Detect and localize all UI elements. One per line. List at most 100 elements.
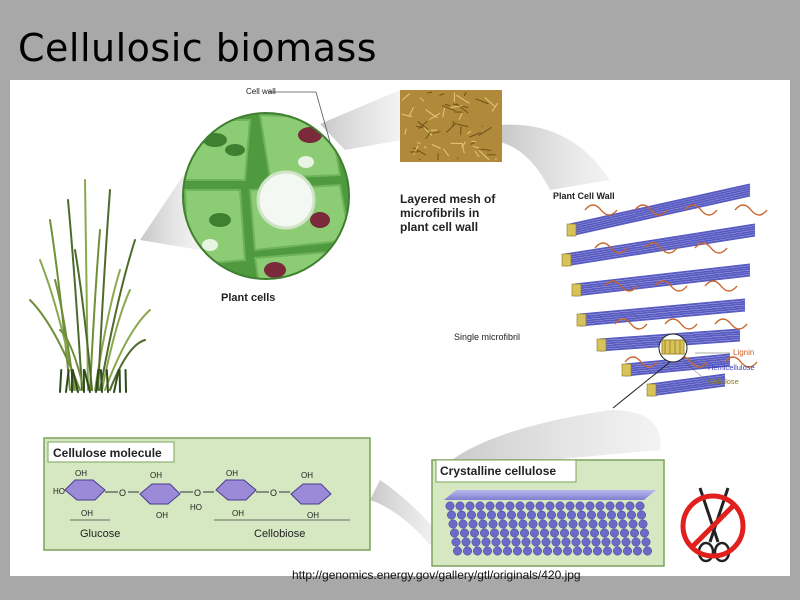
- grass-tuft: [66, 370, 69, 392]
- glucan-chain-end: [603, 547, 611, 555]
- mesh-label-line-1: Layered mesh of: [400, 192, 496, 206]
- glucan-chain-end: [582, 538, 590, 546]
- lignin-strand: [695, 243, 727, 253]
- cellulose-core: [622, 364, 631, 376]
- glucan-chain-end: [606, 502, 614, 510]
- glucan-chain-end: [577, 511, 585, 519]
- glucan-chain-end: [467, 511, 475, 519]
- glucan-chain-end: [509, 520, 517, 528]
- glucan-chain-end: [453, 547, 461, 555]
- glucan-chain-end: [466, 502, 474, 510]
- glucan-chain-end: [469, 520, 477, 528]
- slide-title: Cellulosic biomass: [18, 26, 377, 70]
- oxygen-bridge-label: O: [194, 488, 201, 498]
- glucan-chain-end: [487, 511, 495, 519]
- glucan-chain-end: [539, 520, 547, 528]
- glucan-chain-end: [637, 511, 645, 519]
- glucan-chain-end: [540, 529, 548, 537]
- glucan-chain-end: [597, 511, 605, 519]
- cellulose-core: [647, 384, 656, 396]
- glucan-chain-end: [512, 538, 520, 546]
- glucan-chain-end: [506, 502, 514, 510]
- glucan-chain-end: [463, 547, 471, 555]
- oh-label: OH: [226, 469, 238, 478]
- glucan-chain-end: [519, 520, 527, 528]
- glucan-chain-end: [536, 502, 544, 510]
- glucan-chain-end: [590, 529, 598, 537]
- glucan-chain-end: [447, 511, 455, 519]
- glucan-chain-end: [599, 520, 607, 528]
- glucan-chain-end: [610, 529, 618, 537]
- hemicellulose-label: Hemicellulose: [708, 363, 755, 372]
- glucan-chain-end: [563, 547, 571, 555]
- lignin-strand: [665, 319, 697, 329]
- glucan-chain-end: [639, 520, 647, 528]
- glucan-chain-end: [623, 547, 631, 555]
- glucan-chain-end: [499, 520, 507, 528]
- glucan-chain-end: [489, 520, 497, 528]
- glucan-chain-end: [529, 520, 537, 528]
- mesh-label-line-2: microfibrils in: [400, 206, 479, 220]
- glucan-chain-end: [586, 502, 594, 510]
- glucan-chain-end: [459, 520, 467, 528]
- glucan-chain-end: [632, 538, 640, 546]
- glucan-chain-end: [642, 538, 650, 546]
- glucan-chain-end: [483, 547, 491, 555]
- glucan-chain-end: [513, 547, 521, 555]
- cellulose-core: [572, 284, 581, 296]
- cellulose-core: [567, 224, 576, 236]
- hemicellulose-strand: [565, 229, 755, 259]
- cellulose-legend-label: Cellulose: [708, 377, 739, 386]
- cellulose-core: [597, 339, 606, 351]
- glucan-chain-end: [553, 547, 561, 555]
- glucan-chain-end: [619, 520, 627, 528]
- glucan-chain-end: [616, 502, 624, 510]
- oxygen-bridge-label: O: [119, 488, 126, 498]
- glucan-chain-end: [607, 511, 615, 519]
- single-microfibril-label: Single microfibril: [454, 332, 520, 342]
- glucan-chain-end: [457, 511, 465, 519]
- glucan-chain-end: [579, 520, 587, 528]
- glucan-chain-end: [559, 520, 567, 528]
- zoom-beam-cell: [320, 90, 402, 150]
- no-scissors-sign: [683, 488, 743, 561]
- glucan-chain-end: [502, 538, 510, 546]
- glucan-chain-end: [537, 511, 545, 519]
- glucan-chain-end: [570, 529, 578, 537]
- lignin-strand: [735, 205, 767, 215]
- ho-label: HO: [190, 503, 202, 512]
- lignin-strand: [585, 205, 617, 215]
- glucan-chain-end: [522, 538, 530, 546]
- glucan-chain-end: [517, 511, 525, 519]
- glucose-label: Glucose: [80, 528, 120, 540]
- plant-cell-wall-label: Plant Cell Wall: [553, 191, 615, 201]
- glucan-chain-end: [617, 511, 625, 519]
- glucan-chain-end: [473, 547, 481, 555]
- oh-label: OH: [150, 471, 162, 480]
- cellulose-molecule-box: Cellulose molecule OHOHOOHOHOOHOHOOHOHHO…: [44, 438, 370, 550]
- glucan-chain-end: [449, 520, 457, 528]
- diagram-panel: Cell wall Plant cells Layered mesh of mi…: [10, 80, 790, 576]
- glucan-chain-end: [452, 538, 460, 546]
- cellulose-core: [562, 254, 571, 266]
- glucan-chain-end: [602, 538, 610, 546]
- oh-label: OH: [301, 471, 313, 480]
- glucan-chain-end: [507, 511, 515, 519]
- mesh-fiber: [453, 121, 454, 126]
- glucan-chain-end: [546, 502, 554, 510]
- glucan-chain-end: [566, 502, 574, 510]
- crystalline-cellulose-box: Crystalline cellulose: [432, 460, 664, 566]
- glucan-chain-end: [460, 529, 468, 537]
- lignin-strand: [705, 281, 737, 291]
- glucan-chain-end: [596, 502, 604, 510]
- glucan-chain-end: [587, 511, 595, 519]
- lignin-label: Lignin: [733, 348, 754, 357]
- glucan-chain-end: [560, 529, 568, 537]
- glucan-chain-end: [479, 520, 487, 528]
- mesh-label: Layered mesh of microfibrils in plant ce…: [400, 192, 499, 234]
- oh-label: OH: [75, 469, 87, 478]
- grass-tuft: [60, 370, 61, 392]
- zoom-beam-mesh: [500, 125, 610, 190]
- glucan-chain-end: [583, 547, 591, 555]
- glucan-chain-end: [497, 511, 505, 519]
